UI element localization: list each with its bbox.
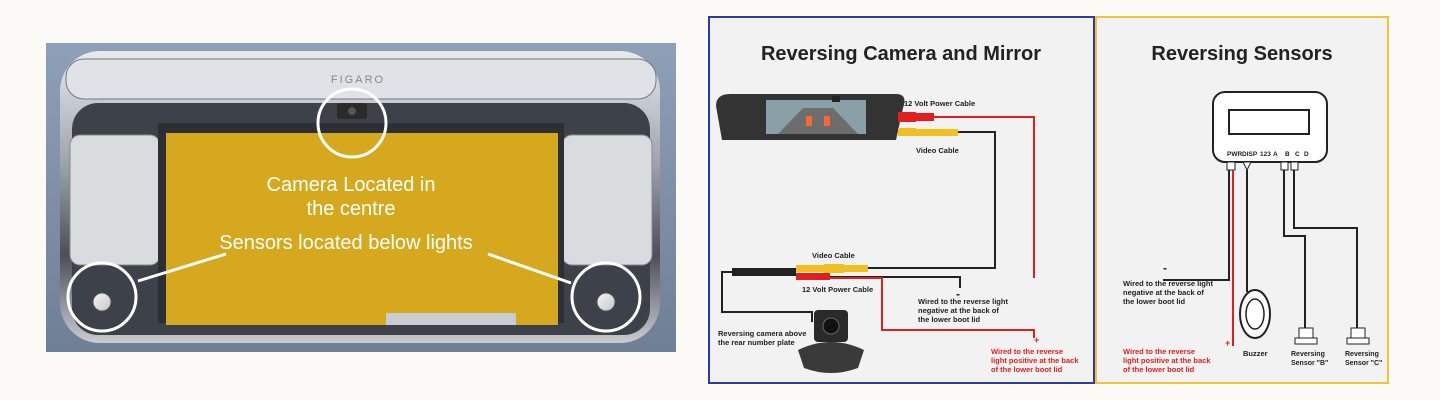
- reversing-sensor-b: [1294, 337, 1318, 345]
- caption-sensors: Sensors located below lights: [219, 232, 472, 254]
- reversing-camera-mount: [798, 342, 864, 373]
- power-connector-top: [898, 112, 916, 122]
- port-label-123: 123: [1260, 151, 1271, 158]
- video-plug-top: [916, 129, 942, 136]
- mirror-guide-mark: [806, 116, 812, 126]
- left-sensor-highlight-circle: [66, 261, 138, 333]
- caption-camera-line1: Camera Located in: [267, 174, 436, 196]
- plate-bottom-rail: [386, 313, 516, 325]
- video-wire: [868, 131, 996, 269]
- sensor-b-neck: [1298, 327, 1314, 339]
- sensor-label-positive-2: light positive at the back: [1123, 356, 1211, 365]
- label-negative-1: Wired to the reverse light: [918, 297, 1008, 306]
- label-camera-1: Reversing camera above: [718, 329, 806, 338]
- handle-bar: [65, 58, 657, 100]
- sensor-label-negative-2: negative at the back of: [1123, 288, 1204, 297]
- port-c: [1290, 161, 1299, 171]
- port-label-pwr: PWR: [1227, 151, 1242, 158]
- label-sensor-b-2: Sensor "B": [1291, 360, 1328, 367]
- sensor-label-positive-1: Wired to the reverse: [1123, 347, 1195, 356]
- label-power-bottom: 12 Volt Power Cable: [802, 285, 873, 294]
- sensors-wiring-panel: Reversing Sensors PWR DISP 123 A B C D -…: [1095, 16, 1389, 384]
- sensor-label-negative-1: Wired to the reverse light: [1123, 279, 1213, 288]
- label-plus: +: [1034, 335, 1039, 345]
- label-camera-2: the rear number plate: [718, 338, 795, 347]
- port-disp: [1242, 161, 1252, 172]
- camera-wiring-panel: Reversing Camera and Mirror 12 Volt Powe…: [708, 16, 1095, 384]
- label-buzzer: Buzzer: [1243, 349, 1268, 358]
- sensor-c-wire: [1293, 170, 1358, 328]
- right-pointer-line: [487, 252, 572, 285]
- boot-photo: FIGARO Camera Located in the centre Sens…: [46, 43, 676, 352]
- label-minus: -: [956, 287, 960, 301]
- control-unit-display: [1228, 109, 1310, 135]
- red-wire-top: [934, 116, 1035, 278]
- label-power-top: 12 Volt Power Cable: [904, 99, 975, 108]
- camera-panel-title: Reversing Camera and Mirror: [761, 43, 1041, 65]
- brand-text: FIGARO: [331, 74, 385, 86]
- camera-cable: [721, 271, 813, 322]
- caption-camera-line2: the centre: [307, 198, 396, 220]
- label-positive-3: of the lower boot lid: [991, 365, 1063, 374]
- buzzer-inner: [1245, 298, 1265, 330]
- port-pwr: [1226, 161, 1236, 171]
- port-label-a: A: [1273, 151, 1278, 158]
- red-wire-bottom: [830, 277, 1035, 338]
- label-negative-2: negative at the back of: [918, 306, 999, 315]
- label-video-top: Video Cable: [916, 146, 959, 155]
- video-plug-bottom: [796, 265, 824, 272]
- video-connector-top: [898, 128, 916, 136]
- camera-highlight-circle: [316, 87, 388, 159]
- port-label-disp: DISP: [1242, 151, 1258, 158]
- reversing-sensor-c: [1346, 337, 1370, 345]
- sensor-negative-wire: [1163, 170, 1230, 281]
- left-pointer-line: [137, 252, 227, 283]
- label-positive-2: light positive at the back: [991, 356, 1079, 365]
- video-connector-bottom: [824, 264, 844, 273]
- sensors-wiring-svg: Reversing Sensors PWR DISP 123 A B C D -…: [1095, 16, 1389, 384]
- label-positive-1: Wired to the reverse: [991, 347, 1063, 356]
- video-plug-top-2: [942, 129, 958, 136]
- camera-panel-border: [708, 16, 1095, 384]
- sensor-label-positive-3: of the lower boot lid: [1123, 365, 1195, 374]
- camera-lens: [348, 107, 356, 115]
- boot-photo-svg: FIGARO Camera Located in the centre Sens…: [46, 43, 676, 352]
- reversing-camera-lens: [822, 317, 840, 335]
- label-sensor-c-1: Reversing: [1345, 351, 1379, 358]
- right-sensor-highlight-circle: [570, 261, 642, 333]
- label-video-bottom: Video Cable: [812, 251, 855, 260]
- number-plate: [166, 133, 558, 325]
- sensors-panel-title: Reversing Sensors: [1151, 43, 1332, 65]
- label-sensor-b-1: Reversing: [1291, 351, 1325, 358]
- sensor-b-wire: [1283, 170, 1306, 328]
- right-light: [561, 134, 653, 266]
- right-sensor: [596, 292, 616, 312]
- left-sensor: [92, 292, 112, 312]
- sensor-label-minus: -: [1163, 261, 1167, 275]
- sensor-label-negative-3: the lower boot lid: [1123, 297, 1185, 306]
- power-plug-bottom: [796, 273, 816, 280]
- port-b: [1280, 161, 1289, 171]
- video-plug-bottom-2: [844, 265, 868, 272]
- label-negative-3: the lower boot lid: [918, 315, 980, 324]
- left-light: [69, 134, 161, 266]
- camera-wiring-svg: Reversing Camera and Mirror 12 Volt Powe…: [708, 16, 1095, 384]
- mirror-mount: [832, 96, 840, 102]
- label-sensor-c-2: Sensor "C": [1345, 360, 1382, 367]
- camera-cable-harness: [732, 268, 796, 276]
- port-label-b: B: [1285, 151, 1290, 158]
- port-label-d: D: [1304, 151, 1309, 158]
- mirror-screen-road: [778, 108, 858, 134]
- power-connector-bottom: [816, 273, 830, 280]
- mirror-guide-mark: [824, 116, 830, 126]
- power-plug-top: [916, 113, 934, 121]
- sensor-c-neck: [1350, 327, 1366, 339]
- port-label-c: C: [1295, 151, 1300, 158]
- sensor-label-plus: +: [1225, 338, 1230, 348]
